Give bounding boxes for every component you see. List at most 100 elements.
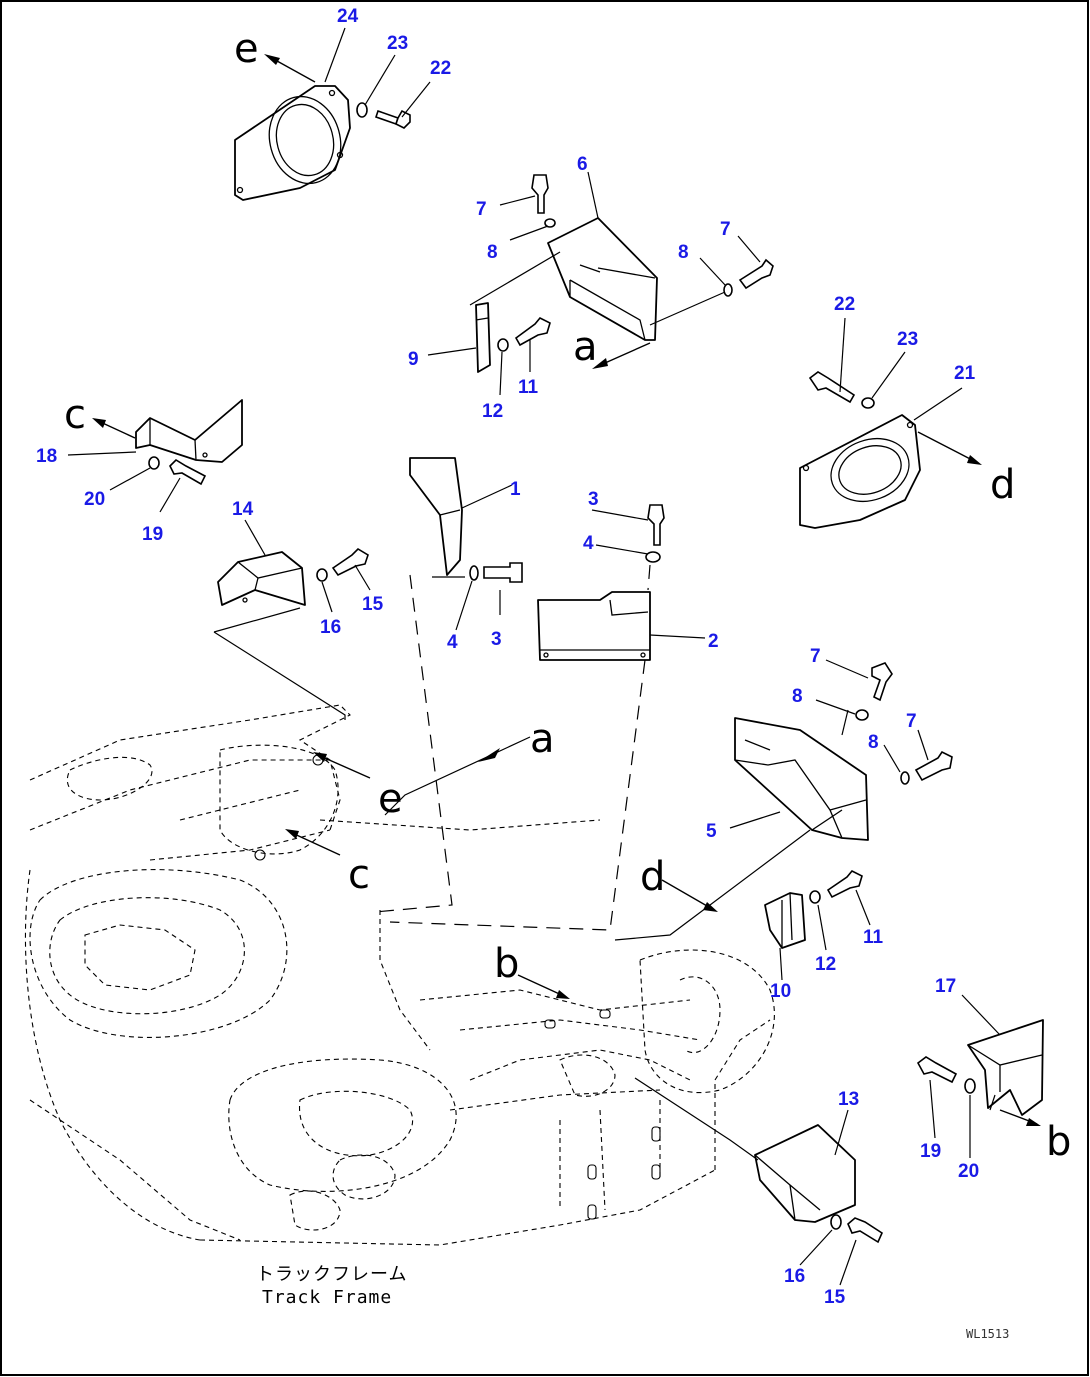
view-letter-b-frame: b: [494, 941, 519, 987]
callout-8: 8: [678, 242, 689, 263]
part-13-cover: [754, 1124, 856, 1223]
part-14-cover: [217, 551, 306, 606]
part-1-bracket: [409, 457, 463, 576]
part-5-cover: [734, 717, 869, 841]
callout-3: 3: [491, 629, 502, 650]
callout-8: 8: [868, 732, 879, 753]
part-6-cover: [547, 217, 658, 341]
part-23-washer-right: [861, 397, 875, 409]
view-letter-e-part: e: [234, 26, 259, 72]
callout-8: 8: [792, 686, 803, 707]
part-8-washer-lower: [855, 709, 869, 721]
callout-21: 21: [954, 363, 976, 384]
caption-english: Track Frame: [262, 1287, 392, 1308]
part-8-washer-right: [723, 283, 733, 297]
part-4-washer-left: [469, 565, 479, 581]
callout-14: 14: [232, 499, 254, 520]
callout-8: 8: [487, 242, 498, 263]
part-12-washer-lower: [809, 890, 821, 904]
part-17-bracket: [967, 1019, 1044, 1116]
callout-7: 7: [720, 219, 731, 240]
callout-23: 23: [387, 33, 408, 54]
part-7-bolt-lower: [871, 662, 893, 702]
callout-1: 1: [510, 479, 521, 500]
part-8-washer: [544, 218, 556, 228]
view-letter-c-frame: c: [348, 852, 370, 898]
part-16-washer-left: [316, 568, 328, 582]
part-22-bolt-right: [808, 371, 856, 404]
callout-12: 12: [482, 401, 503, 422]
callout-7: 7: [906, 711, 917, 732]
part-2-cover: [537, 591, 651, 661]
callout-13: 13: [838, 1089, 859, 1110]
part-20-washer-right: [964, 1078, 976, 1094]
callout-20: 20: [84, 489, 105, 510]
callout-22: 22: [834, 294, 855, 315]
view-letter-e-frame: e: [378, 776, 403, 822]
assembly-lines: [213, 251, 996, 1161]
callout-11: 11: [863, 927, 884, 948]
callout-15: 15: [824, 1287, 846, 1308]
part-24-cover-plate: [234, 85, 351, 201]
view-letters: e a c d a e c d b b: [64, 26, 1071, 1165]
part-22-bolt: [374, 109, 411, 129]
callout-10: 10: [770, 981, 791, 1002]
drawing-reference: WL1513: [966, 1327, 1009, 1341]
callout-15: 15: [362, 594, 384, 615]
part-16-washer-lower: [830, 1214, 842, 1230]
callout-leaders: [67, 27, 1001, 1286]
callout-23: 23: [897, 329, 918, 350]
part-4-washer-right: [645, 551, 661, 563]
part-21-cover-plate: [799, 414, 921, 529]
part-11-bolt-top: [514, 317, 551, 347]
track-frame-drawing: [24, 704, 775, 1246]
view-letter-a-part: a: [573, 324, 598, 370]
callout-4: 4: [583, 533, 594, 554]
part-23-washer: [356, 102, 368, 118]
part-7-bolt-right: [738, 258, 774, 290]
callout-24: 24: [337, 6, 359, 27]
part-3-bolt-left: [483, 562, 523, 583]
part-18-bracket: [135, 399, 243, 463]
view-letter-d-part: d: [990, 462, 1015, 508]
callout-2: 2: [708, 631, 719, 652]
part-11-bolt-lower: [826, 870, 863, 899]
part-19-bolt-right: [916, 1056, 958, 1084]
callout-7: 7: [810, 646, 821, 667]
callout-3: 3: [588, 489, 599, 510]
callout-18: 18: [36, 446, 57, 467]
part-3-bolt-right: [647, 504, 665, 546]
part-10-bracket: [764, 892, 806, 949]
callout-12: 12: [815, 954, 836, 975]
callout-9: 9: [408, 349, 419, 370]
view-letter-d-frame: d: [640, 854, 665, 900]
callout-19: 19: [142, 524, 163, 545]
callout-16: 16: [784, 1266, 805, 1287]
part-7-bolt: [531, 174, 549, 214]
part-8-washer-lower-right: [900, 771, 910, 785]
callout-19: 19: [920, 1141, 941, 1162]
callout-numbers: 24 23 22 6 7 8 8 7 9 12 11 22 23 21 18 2…: [36, 6, 979, 1308]
view-letter-a-frame: a: [530, 716, 555, 762]
callout-4: 4: [447, 632, 458, 653]
view-arrows: [92, 54, 1041, 1126]
view-letter-b-part: b: [1046, 1119, 1071, 1165]
callout-6: 6: [577, 154, 588, 175]
view-letter-c-part: c: [64, 392, 86, 438]
callout-5: 5: [706, 821, 717, 842]
callout-16: 16: [320, 617, 341, 638]
part-9-bracket: [475, 302, 491, 373]
callout-17: 17: [935, 976, 956, 997]
callout-20: 20: [958, 1161, 979, 1182]
part-19-bolt-left: [169, 458, 207, 486]
part-15-bolt-left: [331, 547, 369, 577]
caption-japanese: トラックフレーム: [256, 1264, 407, 1285]
callout-11: 11: [518, 377, 539, 398]
part-7-bolt-lower-right: [914, 750, 953, 782]
part-12-washer-top: [497, 338, 509, 352]
callout-22: 22: [430, 58, 451, 79]
part-20-washer-left: [148, 456, 160, 470]
callout-7: 7: [476, 199, 487, 220]
